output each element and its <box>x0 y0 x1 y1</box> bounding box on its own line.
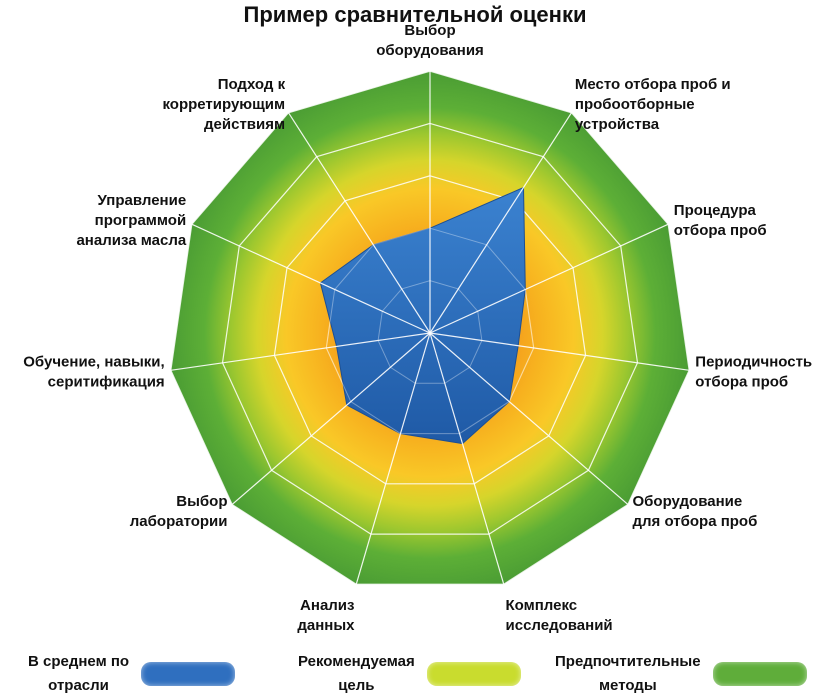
legend-swatch-blue <box>141 662 236 686</box>
inner-ring-1 <box>377 280 483 384</box>
axis-label-text: корретирующим <box>162 96 285 113</box>
axis-label-text: серитификация <box>48 374 165 391</box>
grid-ring-4 <box>221 122 639 535</box>
axis-label-text: анализа масла <box>76 232 186 249</box>
axis-label-text: пробоотборные <box>575 96 695 113</box>
spoke <box>429 332 690 371</box>
axis-label-text: Управление <box>98 192 187 209</box>
axis-label-text: исследований <box>506 617 613 634</box>
axis-label-text: Комплекс <box>506 597 578 614</box>
axis-label-text: отбора проб <box>674 222 767 239</box>
axis-label-text: отбора проб <box>695 374 788 391</box>
axis-label-text: Выбор <box>176 493 227 510</box>
spoke <box>429 112 573 334</box>
spoke <box>191 223 431 334</box>
spoke <box>429 332 629 506</box>
spoke <box>231 332 431 506</box>
axis-label-text: Периодичность <box>695 354 812 371</box>
series-layer <box>319 186 535 445</box>
axis-label-text: лаборатории <box>130 513 228 530</box>
axis-label-text: устройства <box>575 116 660 133</box>
axis-label-text: Место отбора проб и <box>575 76 731 93</box>
axis-label-text: Подход к <box>218 76 286 93</box>
inner-ring-2 <box>325 227 535 435</box>
axis-label-text: программой <box>95 212 187 229</box>
axis-label-text: Анализ <box>300 597 354 614</box>
axis-label-text: Выбор <box>404 22 455 39</box>
grid-ring-3 <box>273 175 587 485</box>
spoke <box>170 332 431 371</box>
spoke <box>429 223 669 334</box>
axis-label-text: Обучение, навыки, <box>23 354 164 371</box>
legend-swatch-green <box>712 662 807 686</box>
spoke <box>355 332 431 585</box>
legend-swatch-yellow-green <box>426 662 521 686</box>
series-area-0 <box>319 186 526 445</box>
spoke <box>429 332 505 585</box>
grid-ring-5 <box>169 70 691 586</box>
axis-label-text: Оборудование <box>633 493 743 510</box>
spokes <box>170 71 690 585</box>
axis-label-text: Процедура <box>674 202 757 219</box>
spoke <box>287 112 431 334</box>
axis-label-text: оборудования <box>376 42 484 59</box>
axis-label-text: для отбора проб <box>633 513 758 530</box>
chart-title: Пример сравнительной оценки <box>243 2 587 27</box>
axis-label-text: данных <box>297 617 355 634</box>
axis-label-text: действиям <box>204 116 285 133</box>
